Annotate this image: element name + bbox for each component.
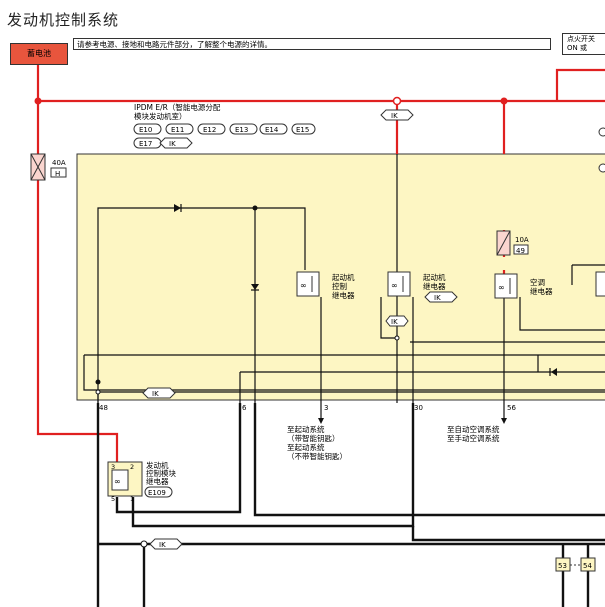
ik-tag: IK bbox=[149, 538, 183, 550]
ipdm-label: IPDM E/R（智能电源分配 bbox=[134, 102, 221, 112]
relay-starter-icon: ∞ bbox=[387, 271, 411, 297]
battery-box: 蓄电池 bbox=[10, 43, 68, 65]
ignition-switch-box: 点火开关 ON 或 bbox=[562, 33, 605, 55]
junction-node bbox=[95, 379, 101, 385]
to-start-label: （不带智能钥匙） bbox=[287, 451, 347, 461]
ecm-relay-label: 继电器 bbox=[146, 476, 169, 486]
connector-e15: E15 bbox=[296, 126, 309, 134]
arrow-down-icon bbox=[318, 418, 324, 424]
junction-node bbox=[394, 335, 400, 341]
ignition-label: 点火开关 bbox=[567, 35, 595, 43]
ac-relay-label: 空调 bbox=[530, 277, 545, 287]
diode-icon bbox=[251, 284, 259, 291]
junction-node bbox=[140, 540, 148, 548]
to-start-label: 至起动系统 bbox=[287, 442, 325, 452]
svg-text:53: 53 bbox=[558, 562, 567, 570]
ik-tag: IK bbox=[385, 315, 409, 327]
relay-right-partial-icon bbox=[595, 271, 605, 297]
svg-text:∞: ∞ bbox=[114, 477, 121, 486]
terminal-label: 56 bbox=[507, 404, 516, 412]
terminal-label: 30 bbox=[414, 404, 423, 412]
connector-e13: E13 bbox=[235, 126, 248, 134]
svg-text:IK: IK bbox=[152, 390, 159, 398]
arrow-down-icon bbox=[501, 418, 507, 424]
svg-text:54: 54 bbox=[583, 562, 592, 570]
svg-text:∞: ∞ bbox=[498, 283, 505, 292]
starter-control-relay-label: 控制 bbox=[332, 281, 347, 291]
starter-relay-label: 继电器 bbox=[423, 281, 446, 291]
power-node bbox=[392, 96, 402, 106]
terminal-label: 3 bbox=[324, 404, 328, 412]
diode-icon bbox=[549, 368, 557, 376]
terminal-label: 48 bbox=[99, 404, 108, 412]
ik-tag: IK bbox=[159, 137, 193, 149]
ik-tag: IK bbox=[424, 291, 458, 303]
ipdm-sublabel: 模块发动机室） bbox=[134, 111, 187, 121]
junction-node bbox=[598, 127, 605, 137]
page-title: 发动机控制系统 bbox=[7, 11, 120, 29]
ik-tag: IK bbox=[380, 109, 414, 121]
connector-e10: E10 bbox=[139, 126, 152, 134]
terminal-label: 6 bbox=[242, 404, 247, 412]
relay-ecm-icon: ∞ bbox=[107, 461, 143, 497]
junction-node bbox=[252, 205, 258, 211]
fuse-40a-rating: 40A bbox=[52, 159, 66, 167]
ecm-relay-label: 控制模块 bbox=[146, 468, 176, 478]
ac-relay-label: 继电器 bbox=[530, 286, 553, 296]
ecm-relay-terminal: 3 bbox=[111, 463, 115, 471]
to-start-label: 至起动系统 bbox=[287, 424, 325, 434]
to-start-label: （带智能钥匙） bbox=[287, 433, 340, 443]
ecm-relay-terminal: 2 bbox=[130, 463, 134, 471]
connector-e12: E12 bbox=[203, 126, 216, 134]
ignition-state: ON 或 bbox=[567, 44, 587, 52]
diode-icon bbox=[174, 204, 182, 212]
relay-starter-control-icon: ∞ bbox=[296, 271, 320, 297]
svg-text:IK: IK bbox=[434, 294, 441, 302]
starter-control-relay-label: 起动机 bbox=[332, 272, 355, 282]
power-node bbox=[500, 97, 508, 105]
svg-text:IK: IK bbox=[169, 140, 176, 148]
to-ac-label: 至自动空调系统 bbox=[447, 424, 500, 434]
svg-text:IK: IK bbox=[391, 318, 398, 326]
external-wiring bbox=[96, 403, 605, 607]
starter-control-relay-label: 继电器 bbox=[332, 290, 355, 300]
signal-wiring bbox=[83, 154, 605, 403]
fuse-40a-code: H bbox=[55, 170, 60, 178]
ecm-relay-terminal: 5 bbox=[111, 495, 115, 503]
svg-text:IK: IK bbox=[391, 112, 398, 120]
fuse-10a-code: 49 bbox=[516, 247, 525, 255]
svg-text:∞: ∞ bbox=[300, 281, 307, 290]
junction-node bbox=[598, 163, 605, 173]
connector-e14: E14 bbox=[265, 126, 279, 134]
relay-ac-icon: ∞ bbox=[494, 273, 518, 299]
connector-e17: E17 bbox=[139, 140, 152, 148]
svg-text:IK: IK bbox=[159, 541, 166, 549]
svg-text:∞: ∞ bbox=[391, 281, 398, 290]
junction-node bbox=[95, 389, 101, 395]
connector-54 bbox=[580, 557, 596, 572]
connector-list bbox=[133, 123, 316, 149]
reference-note: 请参考电源、接地和电路元件部分，了解整个电源的详情。 bbox=[73, 38, 551, 50]
power-node bbox=[34, 97, 42, 105]
to-ac-label: 至手动空调系统 bbox=[447, 433, 500, 443]
ecm-relay-connector: E109 bbox=[148, 489, 166, 497]
ik-tag: IK bbox=[142, 387, 176, 399]
ecm-relay-label: 发动机 bbox=[146, 460, 169, 470]
connector-e11: E11 bbox=[171, 126, 184, 134]
fuse-10a-rating: 10A bbox=[515, 236, 529, 244]
starter-relay-label: 起动机 bbox=[423, 272, 446, 282]
ecm-relay-terminal: 1 bbox=[130, 495, 134, 503]
